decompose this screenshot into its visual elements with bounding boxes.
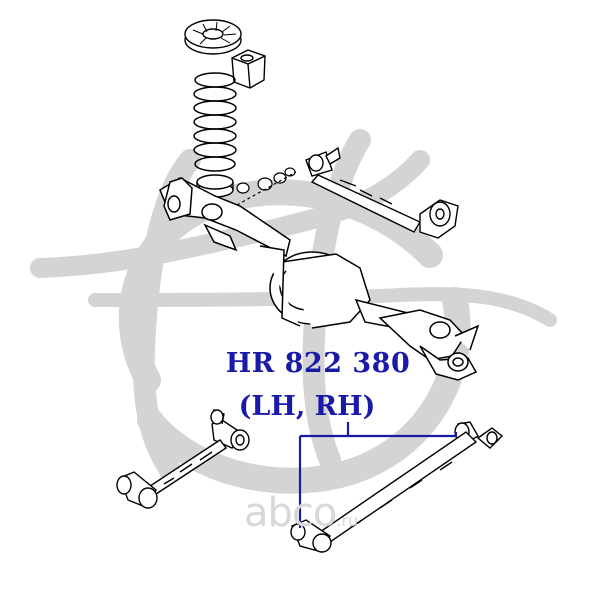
side-label: (LH, RH) xyxy=(238,391,376,422)
trailing-arm-left-icon xyxy=(116,409,250,509)
site-watermark: abco.ru xyxy=(244,490,358,536)
lateral-rod-icon xyxy=(305,146,459,239)
rear-axle-icon xyxy=(159,177,480,381)
part-number-label: HR 822 380 xyxy=(225,348,411,379)
trailing-arm-right-icon xyxy=(290,421,504,553)
watermark-tld: .ru xyxy=(336,511,359,530)
spring-seat-icon xyxy=(184,19,242,55)
coil-spring-icon xyxy=(193,72,237,172)
bump-stop-icon xyxy=(231,49,266,89)
watermark-main: abco xyxy=(244,490,337,536)
callout-leader-lines xyxy=(298,422,458,528)
mount-hardware-icon xyxy=(236,167,297,206)
